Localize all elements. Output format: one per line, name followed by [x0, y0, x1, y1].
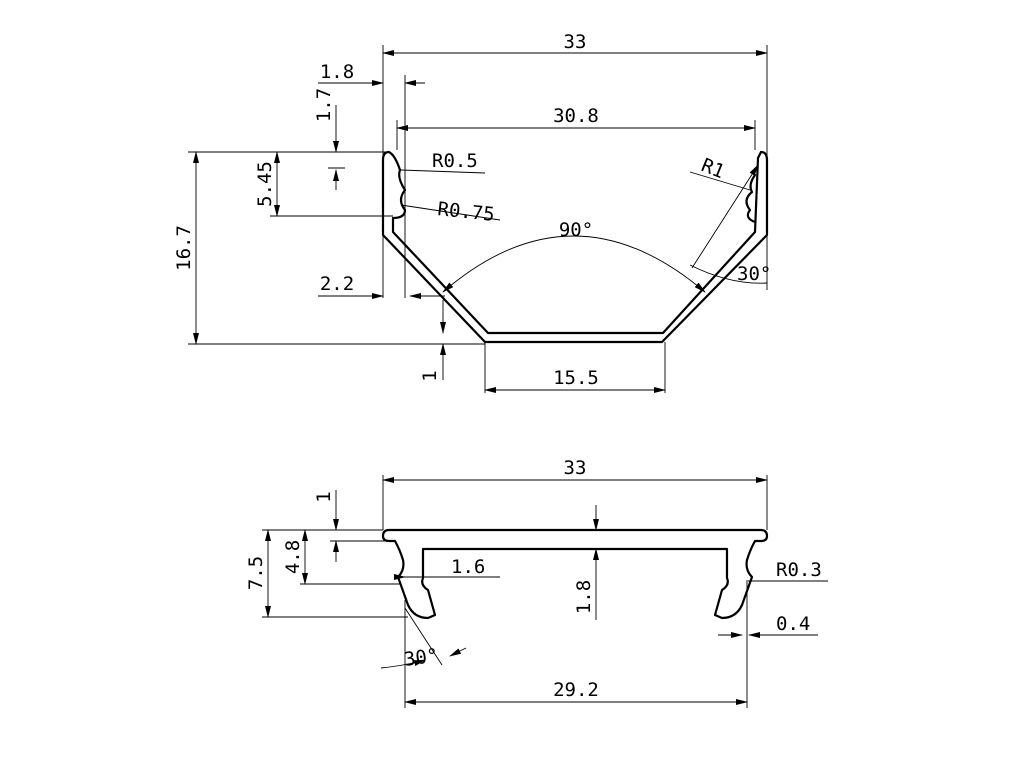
dim-top-radius-small: R0.5 — [432, 150, 478, 172]
dim-bottom-leg-height: 4.8 — [282, 540, 304, 574]
dim-top-angle-wall: 30° — [737, 263, 771, 285]
dim-top-wall: 2.2 — [320, 273, 354, 295]
top-profile-outer-contour — [381, 150, 769, 344]
dim-bottom-angle: 30° — [403, 644, 440, 671]
dim-top-radius-groove: R0.75 — [436, 198, 495, 226]
top-profile: 33 1.8 1.7 30.8 R0.5 5.45 R0.75 90° R1 3… — [173, 31, 771, 393]
dim-top-angle-center: 90° — [559, 219, 593, 241]
dim-bottom-inner-width: 29.2 — [553, 679, 599, 701]
dim-bottom-center-thickness: 1.8 — [573, 580, 595, 614]
dim-top-lip: 1.8 — [320, 61, 354, 83]
dim-bottom-top-thickness: 1 — [313, 491, 335, 502]
dim-bottom-height: 7.5 — [245, 556, 267, 590]
dim-top-radius-corner: R1 — [698, 154, 727, 183]
bottom-profile-contour — [381, 528, 769, 620]
top-profile-right-groove — [745, 173, 757, 224]
dim-top-groove-height: 5.45 — [254, 161, 276, 207]
dim-top-base-width: 15.5 — [553, 367, 599, 389]
bottom-profile: 33 1 7.5 4.8 1.6 1.8 R0.3 0.4 30° 2 — [245, 457, 828, 708]
dim-bottom-width: 33 — [564, 457, 587, 479]
dim-bottom-gap: 0.4 — [776, 613, 810, 635]
dim-bottom-leg: 1.6 — [451, 556, 485, 578]
dim-top-base-thickness: 1 — [419, 370, 441, 381]
dim-top-width: 33 — [564, 31, 587, 53]
dim-top-height: 16.7 — [173, 225, 195, 271]
dim-bottom-radius: R0.3 — [776, 559, 822, 581]
dim-top-inner-width: 30.8 — [553, 105, 599, 127]
dim-top-lip-height: 1.7 — [313, 88, 335, 122]
